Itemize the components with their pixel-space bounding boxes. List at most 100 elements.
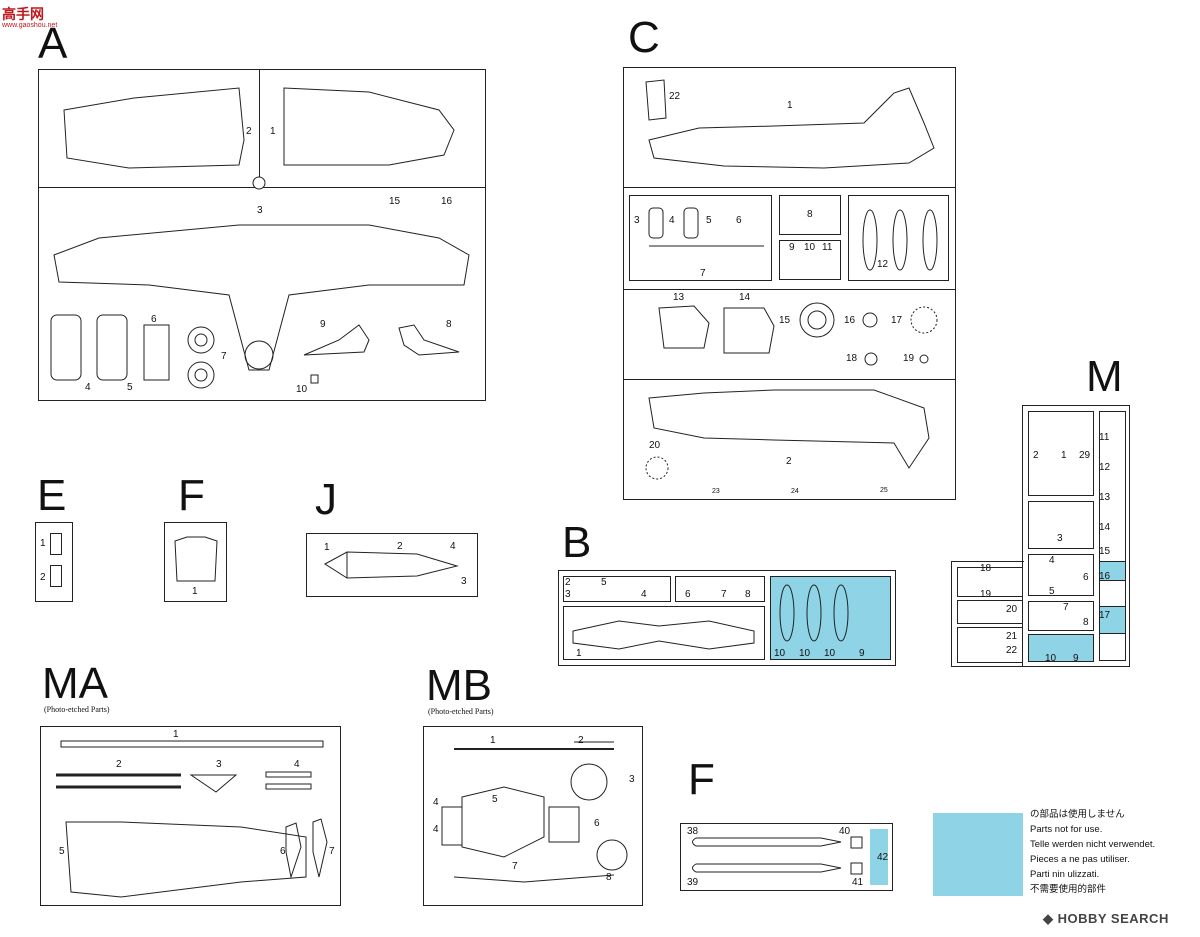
part-label: 9 xyxy=(320,319,326,330)
part-label: 1 xyxy=(173,729,179,740)
sprue-c-frame: 22 1 3 4 5 6 8 7 9 10 11 12 13 14 15 16 … xyxy=(623,67,956,500)
part-label: 1 xyxy=(576,648,582,659)
part-label: 18 xyxy=(846,353,858,364)
sprue-e-letter: E xyxy=(37,471,67,520)
part-label: 10 xyxy=(824,648,836,659)
part-label: 1 xyxy=(40,538,46,549)
sprue-mb-subtitle: (Photo-etched Parts) xyxy=(428,707,494,716)
part-label: 3 xyxy=(257,205,263,216)
part-label: 15 xyxy=(1099,546,1111,557)
part-label: 12 xyxy=(1099,462,1111,473)
sprue-m-cell xyxy=(1028,411,1094,496)
part-label: 38 xyxy=(687,826,699,837)
part-label: 2 xyxy=(116,759,122,770)
sprue-f-drawing xyxy=(174,536,218,582)
sprue-j-drawing xyxy=(324,551,459,579)
part-label: 2 xyxy=(1033,450,1039,461)
part-label: 6 xyxy=(685,589,691,600)
sprue-c-cell xyxy=(779,240,841,280)
hobby-search-watermark: ◆ HOBBY SEARCH xyxy=(1043,911,1169,927)
part-label: 16 xyxy=(1099,571,1111,582)
part-label: 8 xyxy=(745,589,751,600)
divider xyxy=(624,187,955,188)
sprue-m-letter: M xyxy=(1086,352,1123,401)
sprue-a-drawing xyxy=(50,87,470,389)
part-label: 4 xyxy=(450,541,456,552)
part-label: 19 xyxy=(903,353,915,364)
part-label: 3 xyxy=(565,589,571,600)
part-label: 15 xyxy=(779,315,791,326)
part-label: 17 xyxy=(891,315,903,326)
part-label: 13 xyxy=(1099,492,1111,503)
part-label: 5 xyxy=(492,794,498,805)
part-label: 39 xyxy=(687,877,699,888)
watermark-text: HOBBY SEARCH xyxy=(1057,911,1169,926)
sprue-j-frame: 1 2 4 3 xyxy=(306,533,478,597)
part-label: 24 xyxy=(791,488,799,495)
sprue-c-cell xyxy=(629,195,772,281)
watermark-icon: ◆ xyxy=(1043,911,1058,926)
sprue-m-cell xyxy=(957,627,1023,663)
part-label: 6 xyxy=(151,314,157,325)
part-label: 11 xyxy=(1099,432,1110,443)
part-label: 4 xyxy=(433,824,439,835)
sprue-m-cell xyxy=(957,567,1023,597)
part-label: 3 xyxy=(634,215,640,226)
sprue-a-frame: 2 1 3 15 16 6 7 9 8 4 5 10 xyxy=(38,69,486,401)
part-label: 19 xyxy=(980,589,992,600)
part-label: 42 xyxy=(877,852,889,863)
part-label: 41 xyxy=(852,877,864,888)
part-label: 11 xyxy=(822,242,833,253)
part-label: 1 xyxy=(270,126,276,137)
unused-parts-swatch xyxy=(933,813,1023,896)
part-label: 10 xyxy=(296,384,308,395)
part-label: 2 xyxy=(246,126,252,137)
part-label: 5 xyxy=(1049,586,1055,597)
sprue-j-letter: J xyxy=(315,475,337,524)
sprue-m-cell xyxy=(1099,411,1126,661)
sprue-f2-drawing xyxy=(692,836,863,875)
part-label: 2 xyxy=(786,456,792,467)
divider xyxy=(624,379,955,380)
part-label: 16 xyxy=(441,196,453,207)
part-label: 7 xyxy=(329,846,335,857)
legend-line: Parti nin ulizzati. xyxy=(1030,869,1100,880)
part-label: 16 xyxy=(844,315,856,326)
part-label: 23 xyxy=(712,488,720,495)
sprue-m-cell xyxy=(1028,501,1094,549)
part-label: 7 xyxy=(721,589,727,600)
sprue-a-upper-right xyxy=(260,70,485,188)
part-label: 9 xyxy=(789,242,795,253)
part-label: 5 xyxy=(706,215,712,226)
part-shape xyxy=(50,533,62,555)
legend-line: の部品は使用しません xyxy=(1030,809,1125,820)
part-label: 8 xyxy=(606,872,612,883)
legend-line: Pieces a ne pas utiliser. xyxy=(1030,854,1130,865)
sprue-m-cell xyxy=(1028,601,1094,631)
sprue-f2-unused-cell xyxy=(870,829,888,885)
part-label: 20 xyxy=(649,440,661,451)
part-label: 15 xyxy=(389,196,401,207)
part-label: 3 xyxy=(216,759,222,770)
sprue-m-unused-cell xyxy=(1028,634,1094,662)
part-label: 4 xyxy=(433,797,439,808)
sprue-ma-subtitle: (Photo-etched Parts) xyxy=(44,705,110,714)
part-shape xyxy=(50,565,62,587)
sprue-b-frame: 2 5 3 4 6 7 8 1 10 10 10 9 xyxy=(558,570,896,666)
sprue-b-cell xyxy=(675,576,765,602)
part-label: 2 xyxy=(397,541,403,552)
sprue-f2-letter: F xyxy=(688,755,715,804)
part-label: 22 xyxy=(669,91,681,102)
part-label: 5 xyxy=(59,846,65,857)
sprue-m-unused-cell xyxy=(1099,606,1126,634)
sprue-c-letter: C xyxy=(628,13,660,62)
part-label: 3 xyxy=(629,774,635,785)
part-label: 1 xyxy=(324,542,330,553)
part-label: 20 xyxy=(1006,604,1018,615)
sprue-m-cell xyxy=(957,600,1023,624)
part-label: 7 xyxy=(221,351,227,362)
part-label: 6 xyxy=(594,818,600,829)
part-label: 2 xyxy=(40,572,46,583)
part-label: 7 xyxy=(700,268,706,279)
part-label: 1 xyxy=(787,100,793,111)
